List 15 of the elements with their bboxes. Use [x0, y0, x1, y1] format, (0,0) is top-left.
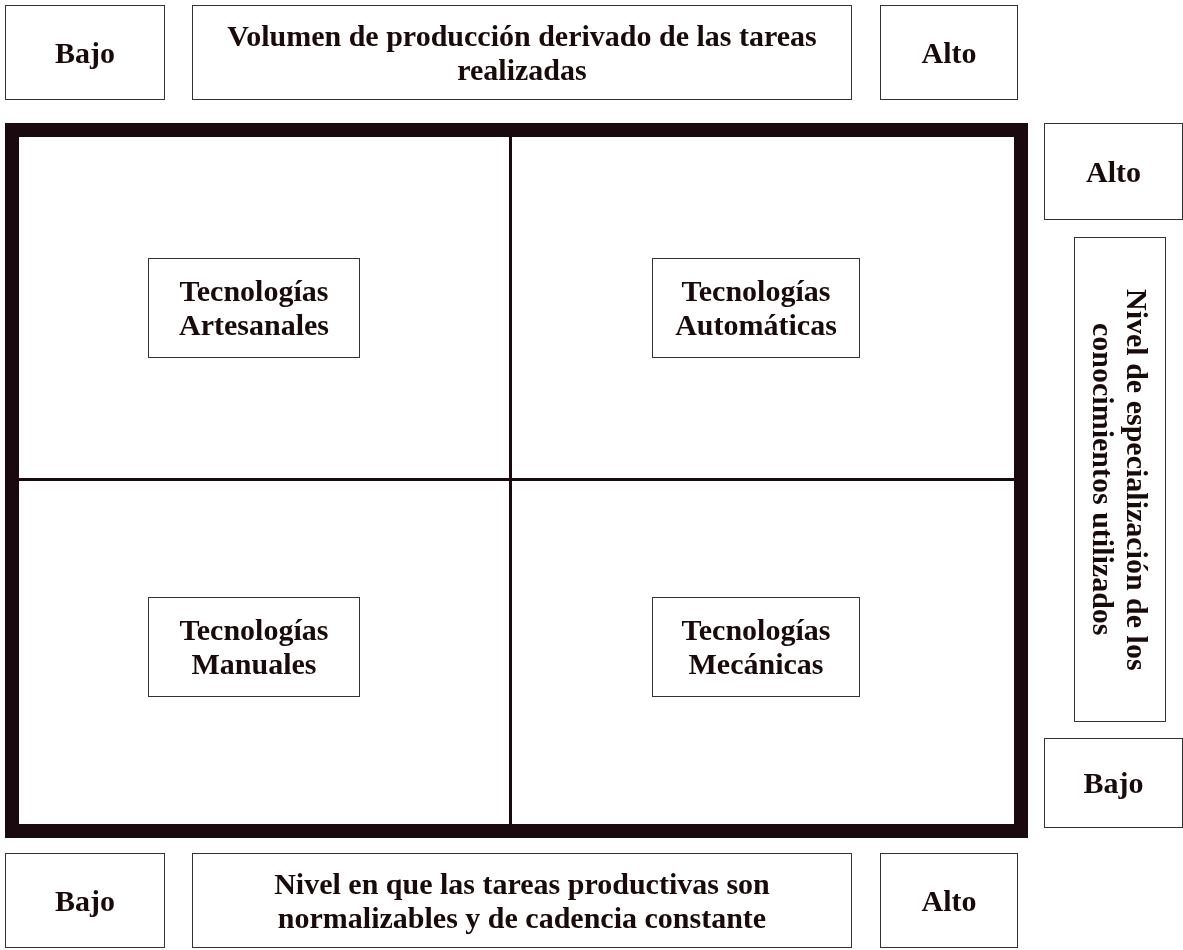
category-label: Tecnologías Mecánicas — [652, 597, 860, 697]
matrix-quadrant — [19, 137, 512, 481]
scale-label: Bajo — [5, 853, 165, 948]
axis-title: Volumen de producción derivado de las tareas realizadas — [192, 5, 852, 100]
scale-label: Bajo — [1044, 738, 1183, 828]
category-label: Tecnologías Artesanales — [148, 258, 360, 358]
scale-label: Alto — [880, 853, 1018, 948]
scale-label: Alto — [1044, 123, 1183, 220]
category-label: Tecnologías Manuales — [148, 597, 360, 697]
matrix-frame — [5, 123, 1028, 838]
axis-title: Nivel de especialización de los conocimientos utilizados — [1074, 237, 1166, 722]
axis-title: Nivel en que las tareas productivas son normalizables y de cadencia constante — [192, 853, 852, 948]
scale-label: Alto — [880, 5, 1018, 100]
category-label: Tecnologías Automáticas — [652, 258, 860, 358]
scale-label: Bajo — [5, 5, 165, 100]
